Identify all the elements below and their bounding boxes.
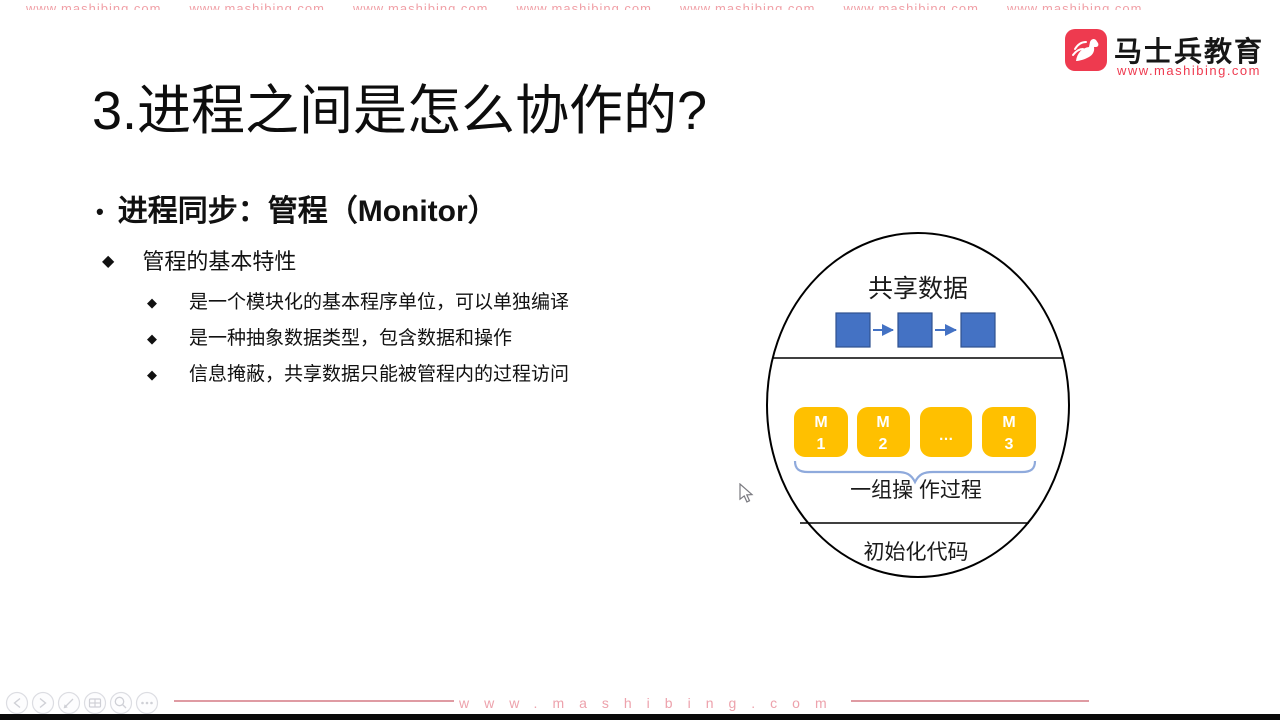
monitor-box-label: 1 — [817, 436, 826, 453]
monitor-box-label: 2 — [879, 436, 888, 453]
next-slide-button[interactable] — [31, 691, 55, 715]
presenter-toolbar — [3, 690, 163, 716]
brand-site-url: www.mashibing.com — [1117, 63, 1261, 78]
list-item: ◆ 是一种抽象数据类型，包含数据和操作 — [147, 324, 512, 354]
diamond-bullet-icon: ◆ — [147, 367, 157, 382]
monitor-box-label: M — [814, 414, 827, 431]
more-options-button[interactable] — [135, 691, 159, 715]
list-item-text: 信息掩蔽，共享数据只能被管程内的过程访问 — [189, 364, 570, 385]
top-watermark-text: www.mashibing.com — [680, 1, 816, 10]
diamond-bullet-icon: ◆ — [147, 331, 157, 346]
divider-red-line — [174, 700, 454, 702]
list-item-text: 是一个模块化的基本程序单位，可以单独编译 — [189, 292, 570, 313]
list-item-text: 管程的基本特性 — [142, 249, 297, 274]
section-heading-text: 进程同步：管程（Monitor） — [117, 195, 498, 228]
mouse-cursor-icon — [739, 483, 755, 504]
horse-icon — [1065, 29, 1107, 71]
brand-name: 马士兵教育 — [1114, 36, 1265, 67]
zoom-button[interactable] — [109, 691, 133, 715]
pen-button[interactable] — [57, 691, 81, 715]
top-watermark-text: www.mashibing.com — [1007, 1, 1143, 10]
monitor-box — [794, 407, 848, 457]
next-arrow-icon — [39, 697, 47, 709]
top-watermark: www.mashibing.com www.mashibing.com www.ma… — [26, 0, 1256, 10]
data-node — [897, 312, 933, 348]
init-label: 初始化代码 — [864, 541, 969, 564]
group-brace-icon — [793, 460, 1037, 485]
monitor-box-label: M — [876, 414, 889, 431]
monitor-box-label: … — [939, 427, 954, 444]
list-item: ◆ 信息掩蔽，共享数据只能被管程内的过程访问 — [147, 360, 569, 390]
magnifier-icon — [114, 696, 127, 709]
all-slides-button[interactable] — [83, 691, 107, 715]
section-heading: • 进程同步：管程（Monitor） — [96, 192, 498, 232]
bullet-dot: • — [96, 199, 104, 224]
slides-grid-icon — [88, 698, 102, 708]
top-watermark-text: www.mashibing.com — [353, 1, 489, 10]
previous-slide-button[interactable] — [5, 691, 29, 715]
pen-icon — [63, 698, 74, 709]
top-watermark-text: www.mashibing.com — [189, 1, 325, 10]
monitor-box-label: 3 — [1005, 436, 1014, 453]
top-watermark-text: www.mashibing.com — [516, 1, 652, 10]
list-item-text: 是一种抽象数据类型，包含数据和操作 — [189, 328, 513, 349]
diamond-bullet-icon: ◆ — [102, 253, 115, 270]
prev-arrow-icon — [13, 697, 21, 709]
ellipsis-icon — [141, 701, 153, 705]
top-watermark-text: www.mashibing.com — [26, 1, 162, 10]
diamond-bullet-icon: ◆ — [147, 295, 157, 310]
brand-logo — [1064, 28, 1108, 72]
monitor-box — [982, 407, 1036, 457]
top-watermark-text: www.mashibing.com — [843, 1, 979, 10]
divider-red-line — [851, 700, 1089, 702]
monitor-box — [857, 407, 910, 457]
shared-data-label: 共享数据 — [868, 275, 968, 303]
data-node — [835, 312, 871, 348]
page-title: 3.进程之间是怎么协作的? — [92, 81, 708, 141]
bottom-edge-bar — [0, 714, 1280, 720]
list-item-level1: ◆ 管程的基本特性 — [102, 246, 296, 278]
list-item: ◆ 是一个模块化的基本程序单位，可以单独编译 — [147, 288, 569, 318]
bottom-watermark: www.mashibing.com — [459, 695, 842, 711]
monitor-diagram: 共享数据 M 1 M 2 … M 3 一组操 作过程 初始化代码 — [752, 224, 1084, 586]
monitor-box — [920, 407, 972, 457]
monitor-box-label: M — [1002, 414, 1015, 431]
data-node — [960, 312, 996, 348]
group-label: 一组操 作过程 — [850, 479, 982, 502]
